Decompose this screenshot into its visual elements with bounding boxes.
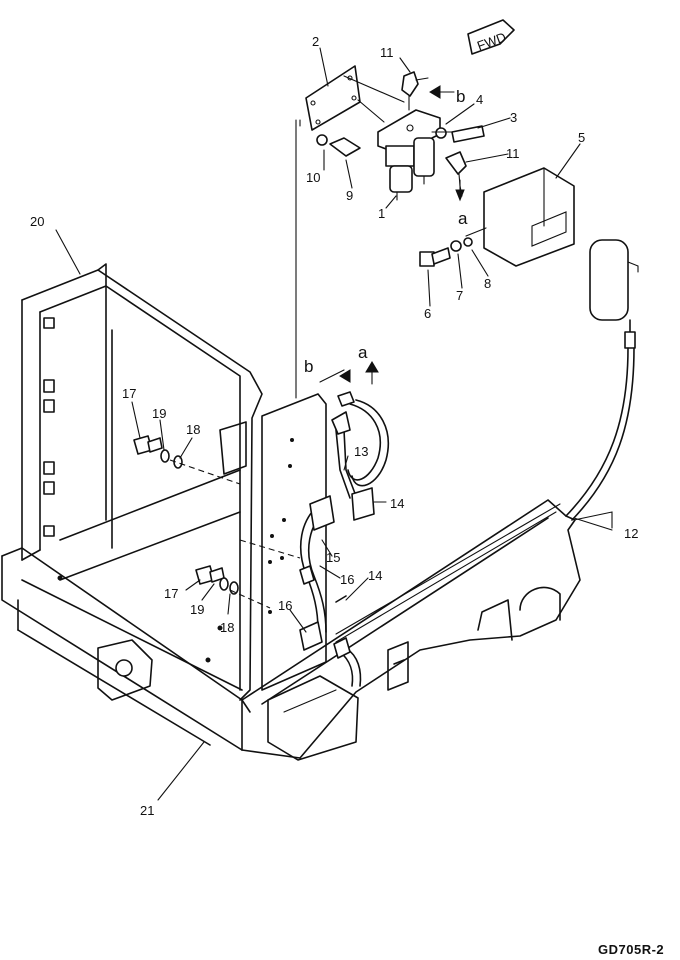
- callout-10: 10: [306, 170, 320, 185]
- mark-a-top: a: [458, 209, 468, 228]
- chassis-base: [1, 499, 581, 761]
- callout-2: 2: [312, 34, 319, 49]
- callout-9: 9: [346, 188, 353, 203]
- callout-12: 12: [624, 526, 638, 541]
- mark-b-mid: b: [304, 357, 313, 376]
- construction-lines: [169, 75, 487, 609]
- callout-16-upper: 16: [340, 572, 354, 587]
- callout-18-lower: 18: [220, 620, 234, 635]
- callout-labels: 2 11 b 4 3 5 11 10 9 1 a 20 8 7 6 a b 17…: [30, 34, 638, 818]
- callout-20: 20: [30, 214, 44, 229]
- callout-14-upper: 14: [390, 496, 404, 511]
- callout-18-upper: 18: [186, 422, 200, 437]
- mark-b-top: b: [456, 87, 465, 106]
- canister: [589, 239, 639, 349]
- bolt-3: [435, 125, 485, 143]
- callout-1: 1: [378, 206, 385, 221]
- mark-a-mid: a: [358, 343, 368, 362]
- callout-15: 15: [326, 550, 340, 565]
- callout-4: 4: [476, 92, 483, 107]
- callout-19-lower: 19: [190, 602, 204, 617]
- callout-19-upper: 19: [152, 406, 166, 421]
- filter-bracket: [483, 167, 575, 267]
- fwd-arrow-tag: FWD: [467, 19, 515, 55]
- callout-14-lower: 14: [368, 568, 382, 583]
- connection-arrows: [339, 85, 465, 383]
- callout-11-upper: 11: [380, 45, 394, 60]
- callout-6: 6: [424, 306, 431, 321]
- bolt-group-lower: [195, 565, 239, 595]
- callout-13: 13: [354, 444, 368, 459]
- radiator-frame: [21, 263, 263, 701]
- bolt-9: [316, 134, 361, 157]
- elbow-fitting-lower: [445, 151, 467, 187]
- callout-5: 5: [578, 130, 585, 145]
- fwd-label: FWD: [475, 29, 508, 53]
- leader-lines: [55, 47, 613, 801]
- callout-21: 21: [140, 803, 154, 818]
- elbow-fitting-upper: [401, 71, 429, 111]
- bolt-group-upper: [133, 435, 183, 469]
- cover-plate: [305, 65, 361, 131]
- bolt-6: [419, 237, 473, 267]
- callout-3: 3: [510, 110, 517, 125]
- callout-7: 7: [456, 288, 463, 303]
- callout-11-lower: 11: [506, 146, 520, 161]
- fuel-hose-long: [565, 347, 629, 517]
- callout-17-lower: 17: [164, 586, 178, 601]
- callout-16-lower: 16: [278, 598, 292, 613]
- drawing-code: GD705R-2: [598, 942, 664, 957]
- callout-8: 8: [484, 276, 491, 291]
- mounting-plate: [261, 393, 327, 691]
- hose-assembly: [299, 391, 390, 687]
- callout-17-upper: 17: [122, 386, 136, 401]
- fuel-filter: [377, 109, 441, 201]
